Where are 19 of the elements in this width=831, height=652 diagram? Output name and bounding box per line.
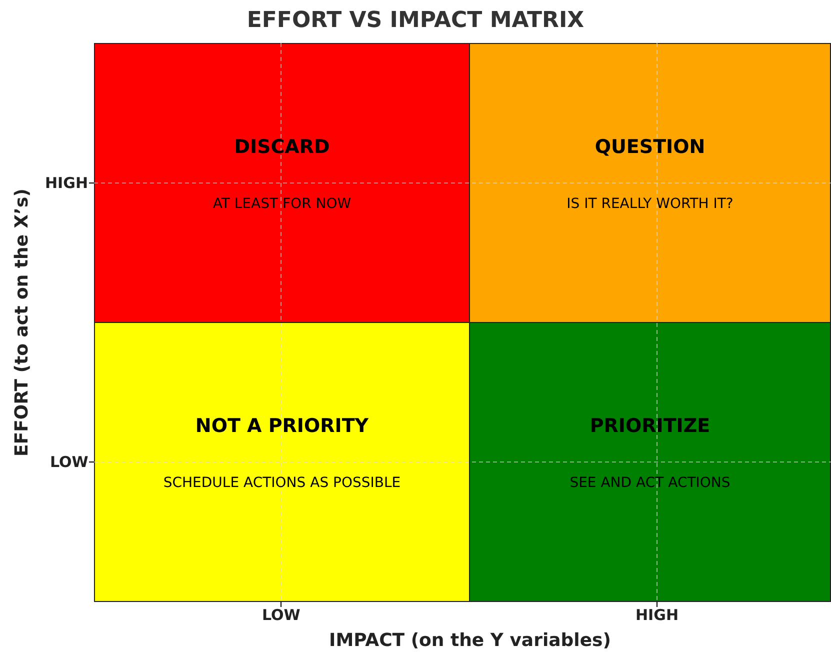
axis-title: IMPACT (on the Y variables) (329, 630, 611, 650)
axis-tick-label: HIGH (636, 606, 679, 624)
axis-tick-label: LOW (262, 606, 300, 624)
quadrant-description: SCHEDULE ACTIONS AS POSSIBLE (163, 475, 401, 491)
quadrant-heading: NOT A PRIORITY (195, 415, 369, 437)
axis-tick-label: HIGH (45, 174, 88, 192)
quadrant-panel (94, 322, 470, 602)
quadrant-panel (469, 43, 831, 323)
chart-title: EFFORT VS IMPACT MATRIX (246, 8, 584, 33)
quadrant-heading: QUESTION (594, 136, 706, 158)
quadrant-heading: DISCARD (234, 136, 330, 158)
quadrant-panel (469, 322, 831, 602)
quadrant-panel (94, 43, 470, 323)
axis-title: EFFORT (to act on the X’s) (11, 188, 32, 456)
quadrant-heading: PRIORITIZE (590, 415, 710, 437)
quadrant-description: AT LEAST FOR NOW (212, 196, 352, 212)
axis-tick-label: LOW (50, 453, 88, 471)
quadrant-description: IS IT REALLY WORTH IT? (566, 196, 734, 212)
quadrant-description: SEE AND ACT ACTIONS (570, 475, 730, 491)
